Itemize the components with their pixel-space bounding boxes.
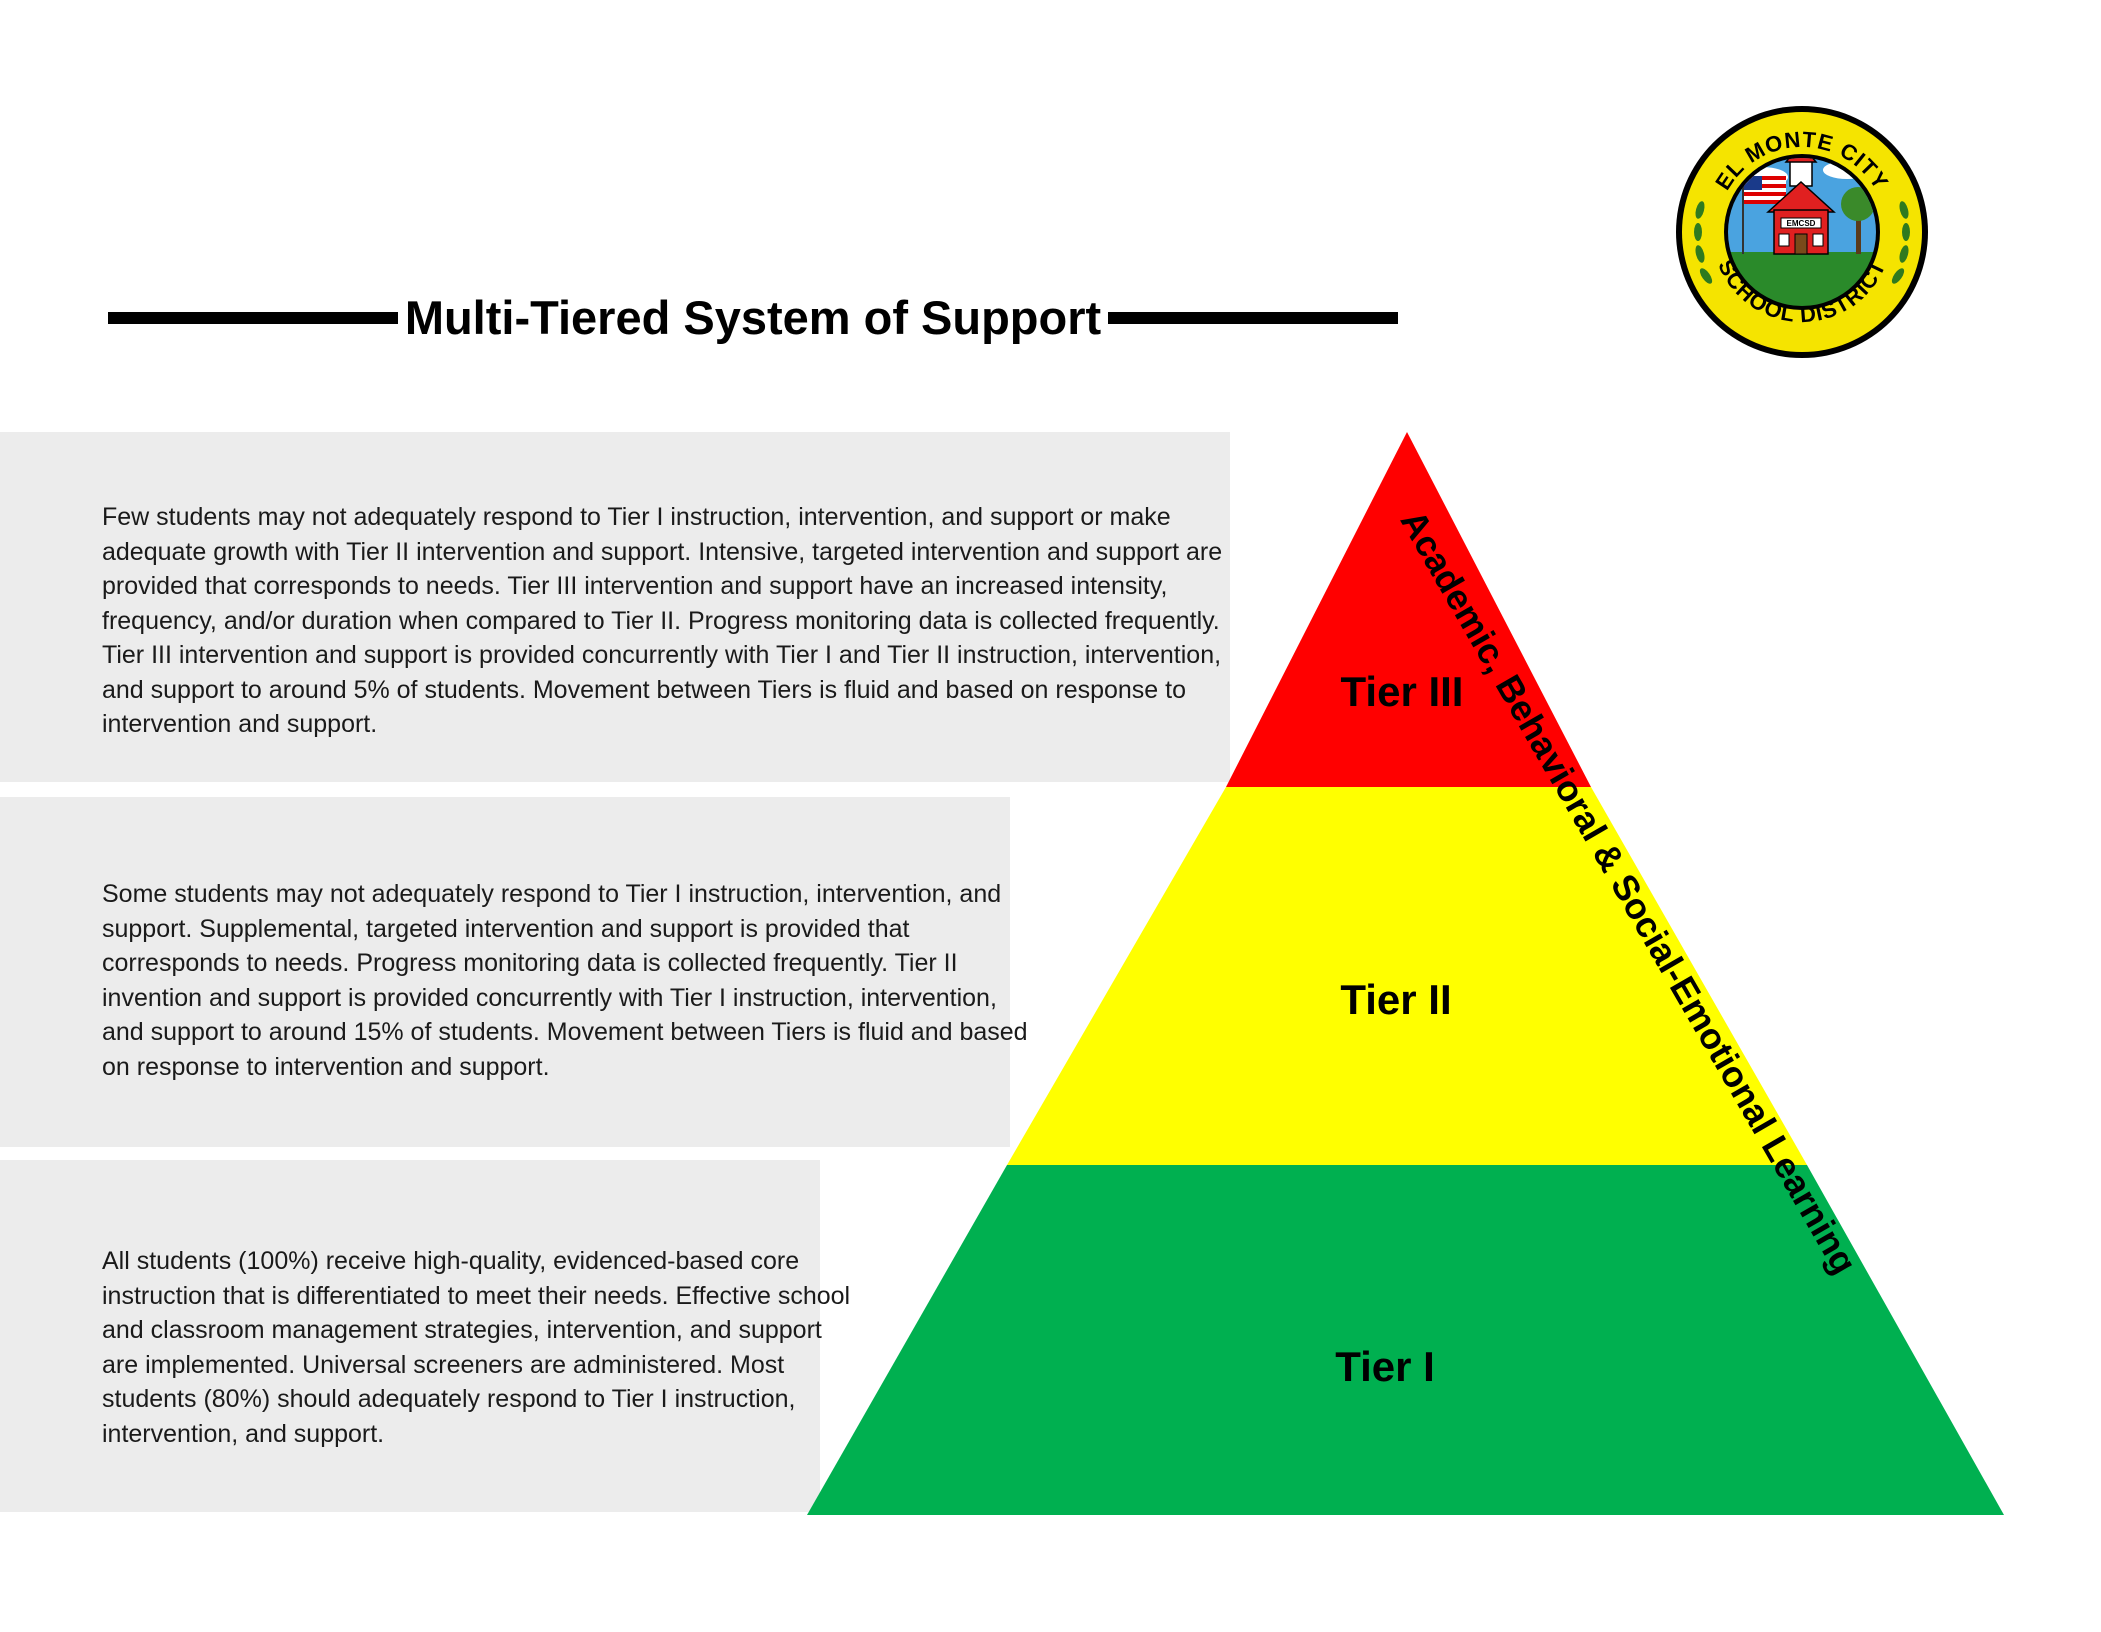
tier-2-band <box>0 797 1010 1147</box>
tier-1-band <box>0 1160 820 1512</box>
tier-3-segment <box>1226 432 1591 787</box>
seal-laurel <box>1694 201 1910 284</box>
title-rule-left <box>108 312 398 324</box>
tier-3-band <box>0 432 1230 782</box>
tier-1-segment <box>807 1165 2004 1515</box>
tier-1-description: All students (100%) receive high-quality… <box>102 1247 851 1448</box>
tier-3-description: Few students may not adequately respond … <box>102 503 1223 738</box>
tier-2-label: Tier II <box>1340 976 1451 1023</box>
tier-3-label: Tier III <box>1341 668 1464 715</box>
title-rule-right <box>1108 312 1398 324</box>
tier-1-label: Tier I <box>1335 1343 1435 1390</box>
school-district-seal-icon: EMCSD EL MONTE CITY SCHOOL DISTRICT <box>1676 106 1928 358</box>
tier-2-segment <box>1007 787 1807 1165</box>
seal-building-sign: EMCSD <box>1787 219 1816 228</box>
tier-2-description: Some students may not adequately respond… <box>102 880 1028 1081</box>
page-title: Multi-Tiered System of Support <box>404 291 1102 344</box>
title-bar: Multi-Tiered System of Support <box>0 282 1420 354</box>
